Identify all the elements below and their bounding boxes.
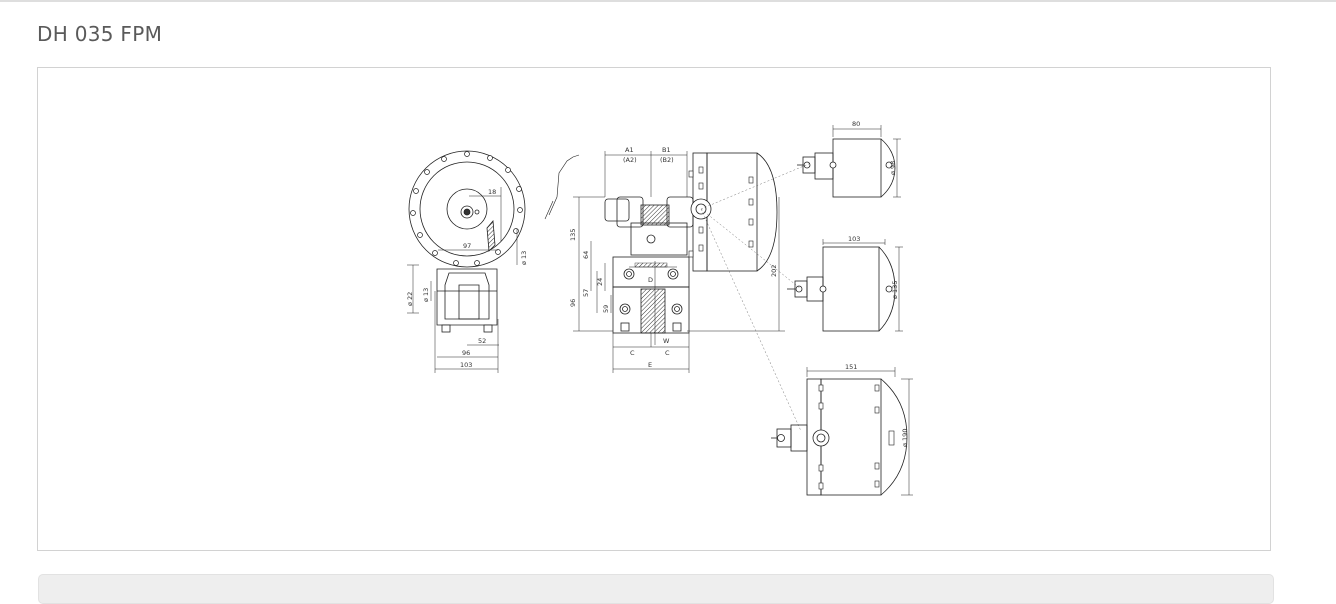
side-label-64: 64 (582, 251, 590, 259)
front-view-labels: 18 97 ø 13 ø 22 ø 13 52 96 103 (406, 188, 528, 369)
side-label-96: 96 (569, 299, 577, 307)
side-label-24: 24 (596, 278, 604, 286)
side-label-c-right: C (665, 349, 670, 357)
side-label-a2: (A2) (623, 156, 637, 164)
side-label-59: 59 (602, 305, 610, 313)
front-label-dia13-right: ø 13 (520, 251, 528, 265)
var1-label-dia98: ø 98 (889, 161, 897, 175)
page-title: DH 035 FPM (37, 22, 163, 46)
front-view (407, 150, 526, 373)
technical-drawing: 18 97 ø 13 ø 22 ø 13 52 96 103 (406, 120, 913, 496)
front-label-97: 97 (463, 242, 471, 250)
cylinder-variant-98 (797, 125, 901, 198)
var2-label-103: 103 (848, 235, 860, 243)
cylinder-variant-135 (787, 239, 903, 332)
var3-label-dia190: ø 190 (901, 429, 909, 447)
front-label-52: 52 (478, 337, 486, 345)
cylinder-variant-190 (771, 367, 913, 496)
side-label-w: W (663, 337, 670, 345)
side-label-a1: A1 (625, 146, 634, 154)
cylinder-variant-98-labels: 80 ø 98 (852, 120, 897, 175)
drawing-frame: 18 97 ø 13 ø 22 ø 13 52 96 103 (37, 67, 1271, 551)
side-label-202: 202 (770, 265, 778, 277)
side-label-b1: B1 (662, 146, 671, 154)
front-label-103: 103 (460, 361, 472, 369)
top-divider (0, 0, 1336, 2)
var1-label-80: 80 (852, 120, 860, 128)
var2-label-dia135: ø 135 (891, 281, 899, 299)
cylinder-variant-190-labels: 151 ø 190 (845, 363, 909, 447)
side-label-d: D (648, 276, 653, 284)
var3-label-151: 151 (845, 363, 857, 371)
front-label-18: 18 (488, 188, 496, 196)
front-label-96: 96 (462, 349, 470, 357)
side-label-c-left: C (630, 349, 635, 357)
bottom-panel (38, 574, 1274, 604)
side-label-135: 135 (569, 229, 577, 241)
side-label-b2: (B2) (660, 156, 674, 164)
side-label-e: E (648, 361, 652, 369)
side-view (544, 151, 812, 432)
front-label-dia13-left: ø 13 (422, 288, 430, 302)
front-label-dia22: ø 22 (406, 292, 414, 306)
side-view-labels: A1 (A2) B1 (B2) 135 64 24 57 96 59 202 D… (569, 146, 778, 369)
side-label-57: 57 (582, 289, 590, 297)
cylinder-variant-135-labels: 103 ø 135 (848, 235, 899, 299)
